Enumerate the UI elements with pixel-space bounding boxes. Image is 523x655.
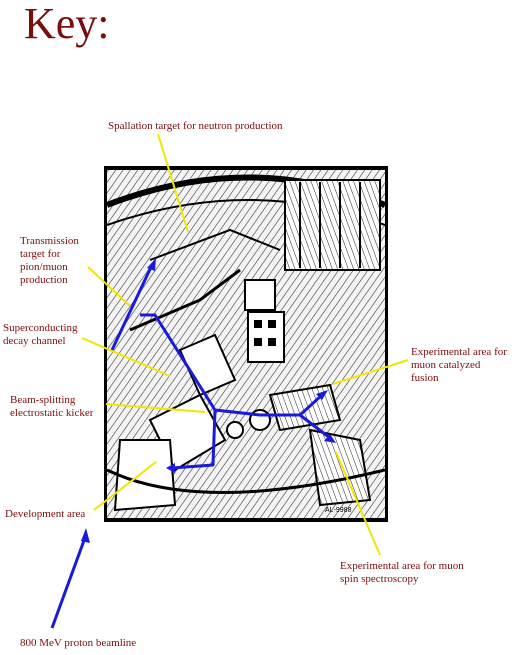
label-muon-spin-spectroscopy: Experimental area for muon spin spectros… (340, 560, 464, 585)
leader-superconducting (81, 337, 171, 377)
leader-lines (81, 133, 409, 556)
leader-muon-fusion (332, 359, 409, 385)
leader-development (93, 461, 157, 511)
label-transmission-target: Transmission target for pion/muon produc… (20, 235, 79, 286)
facility-photo: AL-9988 (107, 170, 385, 518)
beamline-arrowhead (81, 528, 90, 543)
transmission-beam (110, 264, 154, 351)
label-proton-beamline: 800 MeV proton beamline (20, 637, 137, 649)
key-title: Key: (24, 0, 110, 48)
upper-right-branch (298, 393, 324, 417)
label-development-area: Development area (5, 508, 86, 520)
label-spallation-target: Spallation target for neutron production (108, 120, 283, 132)
leader-spallation (157, 133, 189, 233)
photo-stamp: AL-9988 (325, 507, 352, 514)
leader-transmission (87, 266, 131, 307)
beam-paths (50, 258, 336, 629)
leader-muon-spin (335, 451, 381, 556)
lower-right-branch (299, 413, 331, 440)
label-superconducting-channel: Superconducting decay channel (3, 322, 78, 347)
label-muon-catalyzed-fusion: Experimental area for muon catalyzed fus… (411, 346, 507, 384)
beamline-arrow (50, 534, 88, 629)
leader-beam-splitting (105, 403, 206, 413)
left-branch (171, 409, 217, 470)
label-beam-splitting-kicker: Beam-splitting electrostatic kicker (10, 394, 94, 419)
